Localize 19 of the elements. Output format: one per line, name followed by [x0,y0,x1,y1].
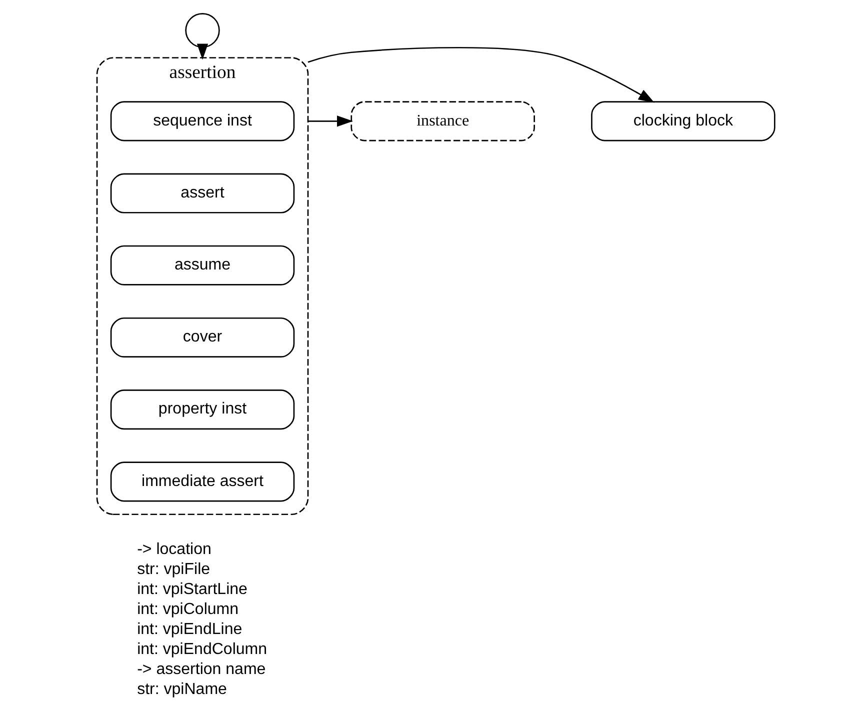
node-box: cover [110,317,295,358]
label: -> location [137,540,212,558]
node-box: assume [110,245,295,286]
arrow [196,44,208,60]
label: int: vpiEndColumn [137,640,268,658]
label: int: vpiStartLine [137,580,248,598]
label: int: vpiEndLine [137,620,242,638]
node-box: clocking block [591,101,776,142]
arrow [308,116,354,127]
label: str: vpiName [137,680,227,698]
arrow [308,46,654,103]
label: -> assertion name [137,660,266,678]
node-box: instance [350,101,535,142]
label: int: vpiColumn [137,600,239,618]
label: str: vpiFile [137,560,210,578]
node-box: sequence inst [110,101,295,142]
node-box: immediate assert [110,462,295,502]
node-box: assert [110,173,295,214]
node-box: property inst [110,390,295,430]
